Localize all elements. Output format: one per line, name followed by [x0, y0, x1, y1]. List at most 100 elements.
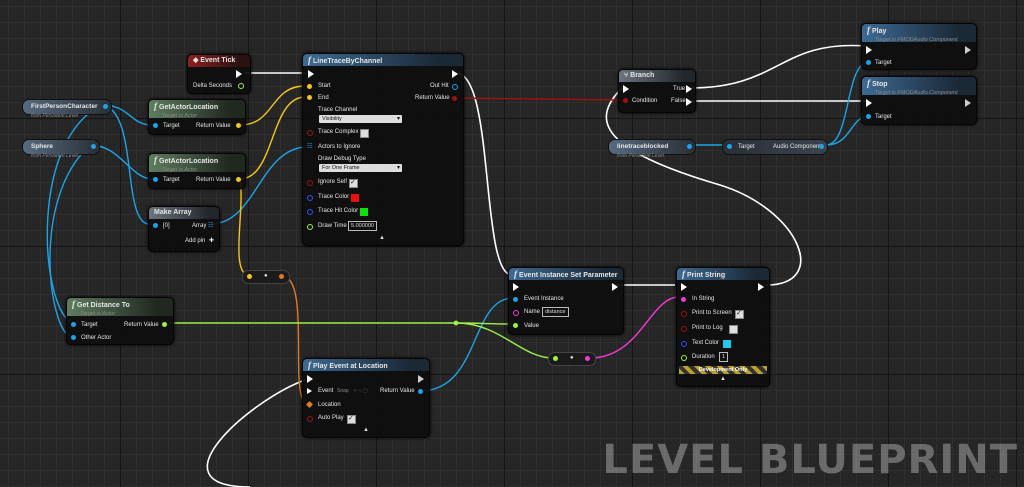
duration-pin[interactable] [681, 355, 687, 361]
event-pin[interactable] [307, 388, 312, 394]
float-in-pin[interactable] [553, 356, 558, 361]
object-out-pin[interactable] [103, 104, 108, 109]
event-tick-node[interactable]: ◆ Event Tick Delta Seconds [187, 54, 251, 94]
draw-time-input[interactable]: 5.000000 [348, 221, 377, 231]
print-to-screen-checkbox[interactable] [735, 309, 744, 319]
print-to-log-checkbox[interactable] [729, 325, 738, 334]
collapse-arrow-icon[interactable]: ▲ [720, 376, 726, 382]
exec-in-pin[interactable] [307, 375, 313, 383]
end-pin[interactable] [307, 95, 312, 100]
ignore-self-checkbox[interactable] [349, 178, 358, 188]
event-instance-pin[interactable] [513, 297, 518, 302]
trace-channel-dropdown[interactable]: Visibility [319, 115, 402, 123]
sphere-node[interactable]: Sphere from Persistent Level [22, 139, 100, 159]
vector-reroute-node[interactable]: ● [242, 270, 290, 284]
add-icon[interactable]: ✚ [209, 238, 215, 244]
exec-in-pin[interactable] [681, 283, 687, 291]
return-value-pin[interactable] [162, 322, 167, 327]
target-pin[interactable] [153, 177, 158, 182]
return-value-pin[interactable] [236, 123, 241, 128]
condition-pin[interactable] [623, 98, 628, 103]
trace-color-pin[interactable] [307, 195, 313, 201]
text-color-swatch[interactable] [723, 340, 731, 348]
array-item-pin[interactable] [153, 223, 158, 228]
exec-in-pin[interactable] [623, 85, 629, 93]
event-selector[interactable]: Snap [337, 388, 349, 394]
text-color-pin[interactable] [681, 341, 687, 347]
linetraceblocked-node[interactable]: linetraceblocked from Persistent Level [608, 139, 696, 159]
exec-in-pin[interactable] [866, 46, 872, 54]
true-exec-pin[interactable] [686, 85, 692, 93]
trace-channel-label: Trace Channel [318, 107, 358, 113]
draw-time-pin[interactable] [307, 224, 313, 230]
first-person-character-node[interactable]: FirstPersonCharacter from Persistent Lev… [22, 99, 112, 119]
trace-color-swatch[interactable] [351, 194, 359, 202]
make-array-node[interactable]: Make Array [0] Array ☷ Add pin ✚ [148, 206, 220, 252]
return-value-pin[interactable] [418, 389, 423, 394]
exec-out-pin[interactable] [965, 99, 971, 107]
exec-out-pin[interactable] [236, 70, 242, 78]
in-string-pin[interactable] [681, 297, 686, 302]
reroute-in-pin[interactable] [247, 274, 252, 279]
trace-complex-checkbox[interactable] [360, 129, 369, 138]
return-value-pin[interactable] [236, 177, 241, 182]
draw-debug-type-dropdown[interactable]: For One Frame [319, 164, 402, 172]
other-actor-pin[interactable] [71, 335, 76, 340]
object-out-pin[interactable] [91, 144, 96, 149]
exec-in-pin[interactable] [308, 70, 314, 78]
trace-complex-pin[interactable] [307, 130, 313, 136]
start-pin[interactable] [307, 84, 312, 89]
float-to-string-node[interactable]: ● [548, 352, 596, 366]
reroute-out-pin[interactable] [279, 274, 284, 279]
target-pin[interactable] [71, 322, 76, 327]
target-pin[interactable] [727, 144, 732, 149]
print-to-screen-pin[interactable] [681, 311, 687, 317]
delta-seconds-pin[interactable] [238, 83, 244, 89]
exec-out-pin[interactable] [418, 375, 424, 383]
auto-play-pin[interactable] [307, 416, 313, 422]
return-value-pin[interactable] [452, 96, 457, 101]
false-exec-pin[interactable] [686, 98, 692, 106]
string-out-pin[interactable] [585, 356, 590, 361]
value-pin[interactable] [513, 323, 518, 328]
collapse-arrow-icon[interactable]: ▲ [363, 427, 369, 433]
print-to-log-pin[interactable] [681, 326, 687, 332]
array-grid-icon[interactable]: ☷ [208, 223, 214, 229]
exec-in-pin[interactable] [866, 99, 872, 107]
collapse-arrow-icon[interactable]: ▲ [379, 235, 385, 241]
name-pin[interactable] [513, 310, 519, 316]
auto-play-checkbox[interactable] [347, 414, 356, 424]
audio-component-pin[interactable] [819, 144, 824, 149]
exec-in-pin[interactable] [513, 283, 519, 291]
trace-hit-color-swatch[interactable] [360, 208, 368, 216]
target-pin[interactable] [866, 60, 871, 65]
duration-input[interactable]: 1 [719, 352, 729, 362]
out-hit-pin[interactable] [452, 84, 458, 90]
name-input[interactable]: distance [542, 307, 569, 317]
event-picker-icons[interactable]: ⇦ ○ ▢ [353, 388, 368, 394]
ignore-self-pin[interactable] [307, 180, 313, 186]
exec-out-pin[interactable] [452, 70, 458, 78]
exec-out-pin[interactable] [758, 283, 764, 291]
add-pin-label[interactable]: Add pin [185, 238, 206, 244]
exec-out-pin[interactable] [612, 283, 618, 291]
array-grid-icon[interactable]: ☷ [307, 144, 313, 150]
audio-component-getter-node[interactable]: Target Audio Component [722, 139, 828, 155]
target-pin[interactable] [153, 123, 158, 128]
trace-hit-color-pin[interactable] [307, 209, 313, 215]
exec-out-pin[interactable] [965, 46, 971, 54]
target-pin[interactable] [866, 114, 871, 119]
branch-node[interactable]: ⑂ Branch True Condition False [618, 69, 696, 113]
location-pin[interactable] [305, 400, 314, 409]
object-out-pin[interactable] [687, 144, 692, 149]
